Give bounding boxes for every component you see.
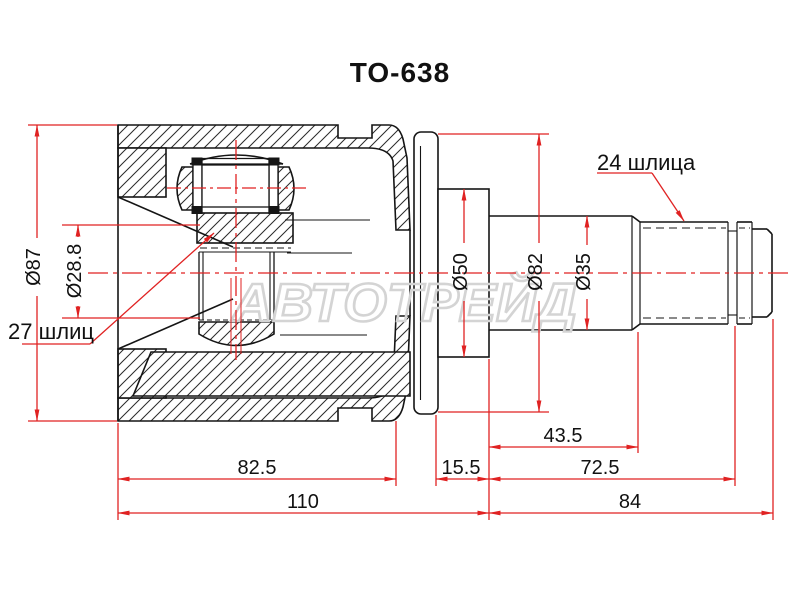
dim-label-d87: Ø87	[23, 248, 45, 286]
bore-plug	[198, 321, 275, 347]
dimension-lines	[22, 124, 774, 520]
dim-label-d82: Ø82	[525, 253, 547, 291]
dim-label-84: 84	[619, 491, 641, 513]
watermark-text: АВТОТРЕЙД	[230, 271, 577, 333]
housing-top-wall	[117, 124, 411, 231]
dim-label-72-5: 72.5	[581, 457, 620, 479]
needle-bearing-right	[268, 159, 279, 213]
dim-label-110: 110	[287, 491, 319, 513]
housing-bottom-wall	[117, 315, 411, 422]
housing-left-wall-upper	[117, 147, 167, 198]
dim-label-15-5: 15.5	[442, 457, 481, 479]
part-number-title: TO-638	[350, 57, 450, 88]
circlip-blocks	[191, 157, 280, 214]
dim-label-82-5: 82.5	[238, 457, 277, 479]
tripod-hub	[196, 212, 294, 244]
inner-cone-lower	[117, 298, 234, 350]
dim-label-43-5: 43.5	[544, 425, 583, 447]
needle-bearing-left	[192, 159, 203, 213]
dim-label-d50: Ø50	[450, 253, 472, 291]
text-labels: TO-638 Ø87 Ø28.8 Ø50 Ø82 Ø35 27 шлиц 24 …	[8, 57, 696, 513]
label-inner-splines: 27 шлиц	[8, 319, 94, 344]
label-outer-splines: 24 шлица	[597, 150, 696, 175]
housing-inner-bottom-wall	[131, 351, 411, 397]
dim-label-d28-8: Ø28.8	[64, 244, 86, 298]
centerlines	[88, 140, 790, 360]
dim-label-d35: Ø35	[573, 253, 595, 291]
